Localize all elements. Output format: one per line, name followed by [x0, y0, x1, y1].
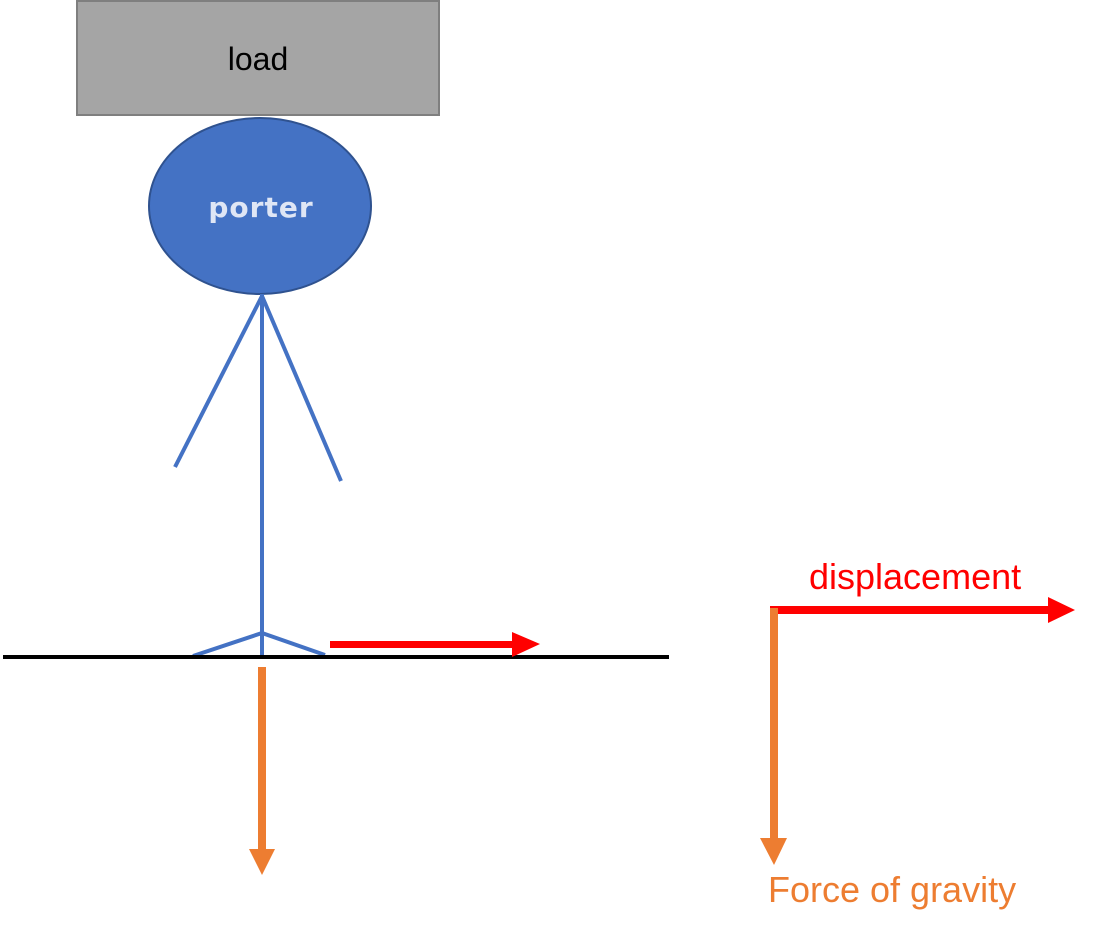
force-of-gravity-label: Force of gravity — [768, 869, 1016, 910]
gravity-arrow-small — [249, 667, 275, 875]
porter-label: porter — [208, 191, 313, 224]
porter-right-arm — [260, 295, 343, 482]
porter-body — [173, 294, 343, 658]
porter-left-arm — [173, 295, 264, 468]
porter-right-foot — [261, 631, 326, 657]
porter-left-foot — [192, 631, 263, 658]
load-rectangle — [76, 0, 440, 116]
porter-head: porter — [148, 117, 372, 295]
displacement-label: displacement — [809, 556, 1021, 597]
load-label: load — [228, 41, 289, 77]
load-box: load — [76, 0, 440, 116]
displacement-vector — [770, 597, 1075, 623]
gravity-vector — [760, 608, 787, 865]
displacement-arrow-small — [330, 632, 540, 657]
